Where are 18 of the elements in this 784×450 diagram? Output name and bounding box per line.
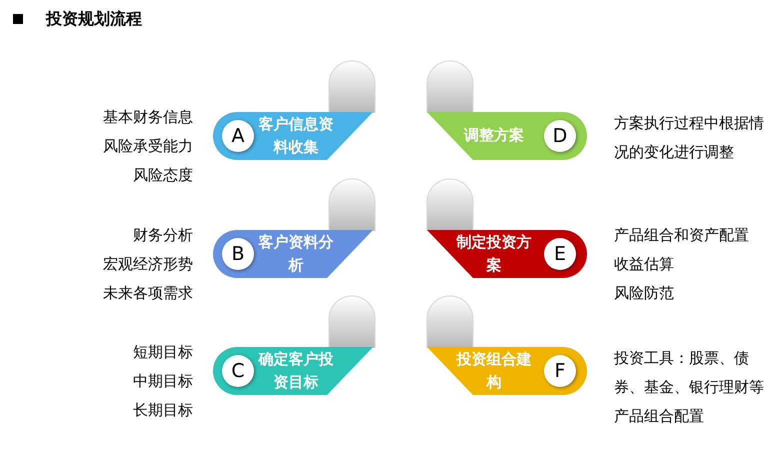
title: 投资规划流程	[46, 9, 142, 29]
note-text: 风险态度	[133, 165, 193, 186]
step-banner: 制定投资方案 E	[427, 230, 587, 278]
note-text: 未来各项需求	[103, 283, 193, 304]
note-text: 投资工具：股票、债券、基金、银行理财等产品组合配置	[614, 348, 765, 427]
note-text: 短期目标	[133, 342, 193, 363]
step-banner: 投资组合建构 F	[427, 347, 587, 395]
note-text: 中期目标	[133, 371, 193, 392]
note-text: 收益估算	[614, 254, 675, 275]
note-text: 方案执行过程中根据情况的变化进行调整	[614, 113, 765, 163]
note-text: 长期目标	[133, 400, 193, 421]
note-text: 风险防范	[614, 283, 675, 304]
note-text: 产品组合和资产配置	[614, 225, 750, 246]
note-text: 宏观经济形势	[103, 254, 193, 275]
step-banner: 调整方案 D	[427, 112, 587, 160]
note-text: 财务分析	[133, 225, 193, 246]
note-text: 风险承受能力	[103, 136, 193, 157]
note-text: 基本财务信息	[103, 107, 193, 128]
